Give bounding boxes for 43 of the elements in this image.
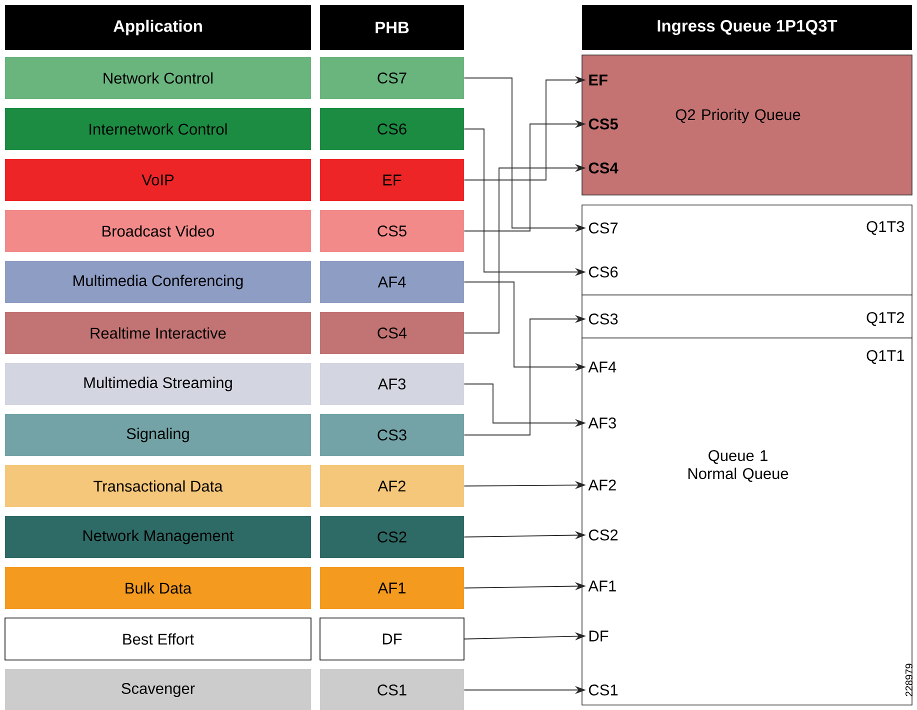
column-header: PHB: [320, 5, 464, 50]
class-box: Scavenger: [5, 669, 311, 710]
class-box: CS7: [320, 57, 464, 99]
class-box: Broadcast Video: [5, 210, 311, 252]
class-box: Network Management: [5, 516, 311, 558]
class-box: CS3: [320, 414, 464, 456]
queue-entry: CS5: [588, 118, 618, 130]
class-box: CS2: [320, 516, 464, 558]
class-box: Internetwork Control: [5, 108, 311, 150]
class-box: AF3: [320, 363, 464, 405]
class-box: AF2: [320, 465, 464, 507]
class-box: EF: [320, 159, 464, 201]
queue-entry: CS3: [589, 314, 618, 324]
class-box: VoIP: [5, 159, 311, 201]
class-box: CS4: [320, 312, 464, 354]
class-box: CS1: [320, 669, 464, 710]
queue-entry: CS1: [589, 684, 618, 696]
class-box: Best Effort: [4, 618, 312, 660]
class-box: Network Control: [5, 57, 311, 99]
class-box: Multimedia Conferencing: [5, 261, 311, 303]
queue-entry: AF1: [588, 580, 616, 592]
class-box: Realtime Interactive: [5, 312, 311, 354]
class-box: Multimedia Streaming: [5, 363, 311, 405]
queue-entry: CS4: [588, 162, 618, 174]
class-box: Bulk Data: [5, 567, 311, 609]
class-box: CS5: [320, 210, 464, 252]
queue-entry: DF: [589, 630, 608, 642]
queue-entry: CS7: [589, 222, 618, 234]
queue-entry: CS2: [589, 530, 618, 540]
queue-entry: AF4: [588, 362, 616, 372]
class-box: AF4: [320, 261, 464, 303]
class-box: Transactional Data: [5, 465, 311, 507]
column-header: Application: [5, 5, 311, 50]
queue-entry: CS6: [589, 266, 618, 278]
queue-entry: AF3: [588, 418, 616, 428]
class-box: AF1: [320, 567, 464, 609]
queue-entry: EF: [589, 74, 608, 86]
queue-entry: AF2: [588, 480, 616, 490]
column-header: Ingress Queue 1P1Q3T: [582, 5, 912, 50]
figure-id: 228979: [905, 664, 913, 696]
class-box: DF: [320, 618, 464, 660]
class-box: CS6: [320, 108, 464, 150]
class-box: Signaling: [5, 414, 311, 456]
